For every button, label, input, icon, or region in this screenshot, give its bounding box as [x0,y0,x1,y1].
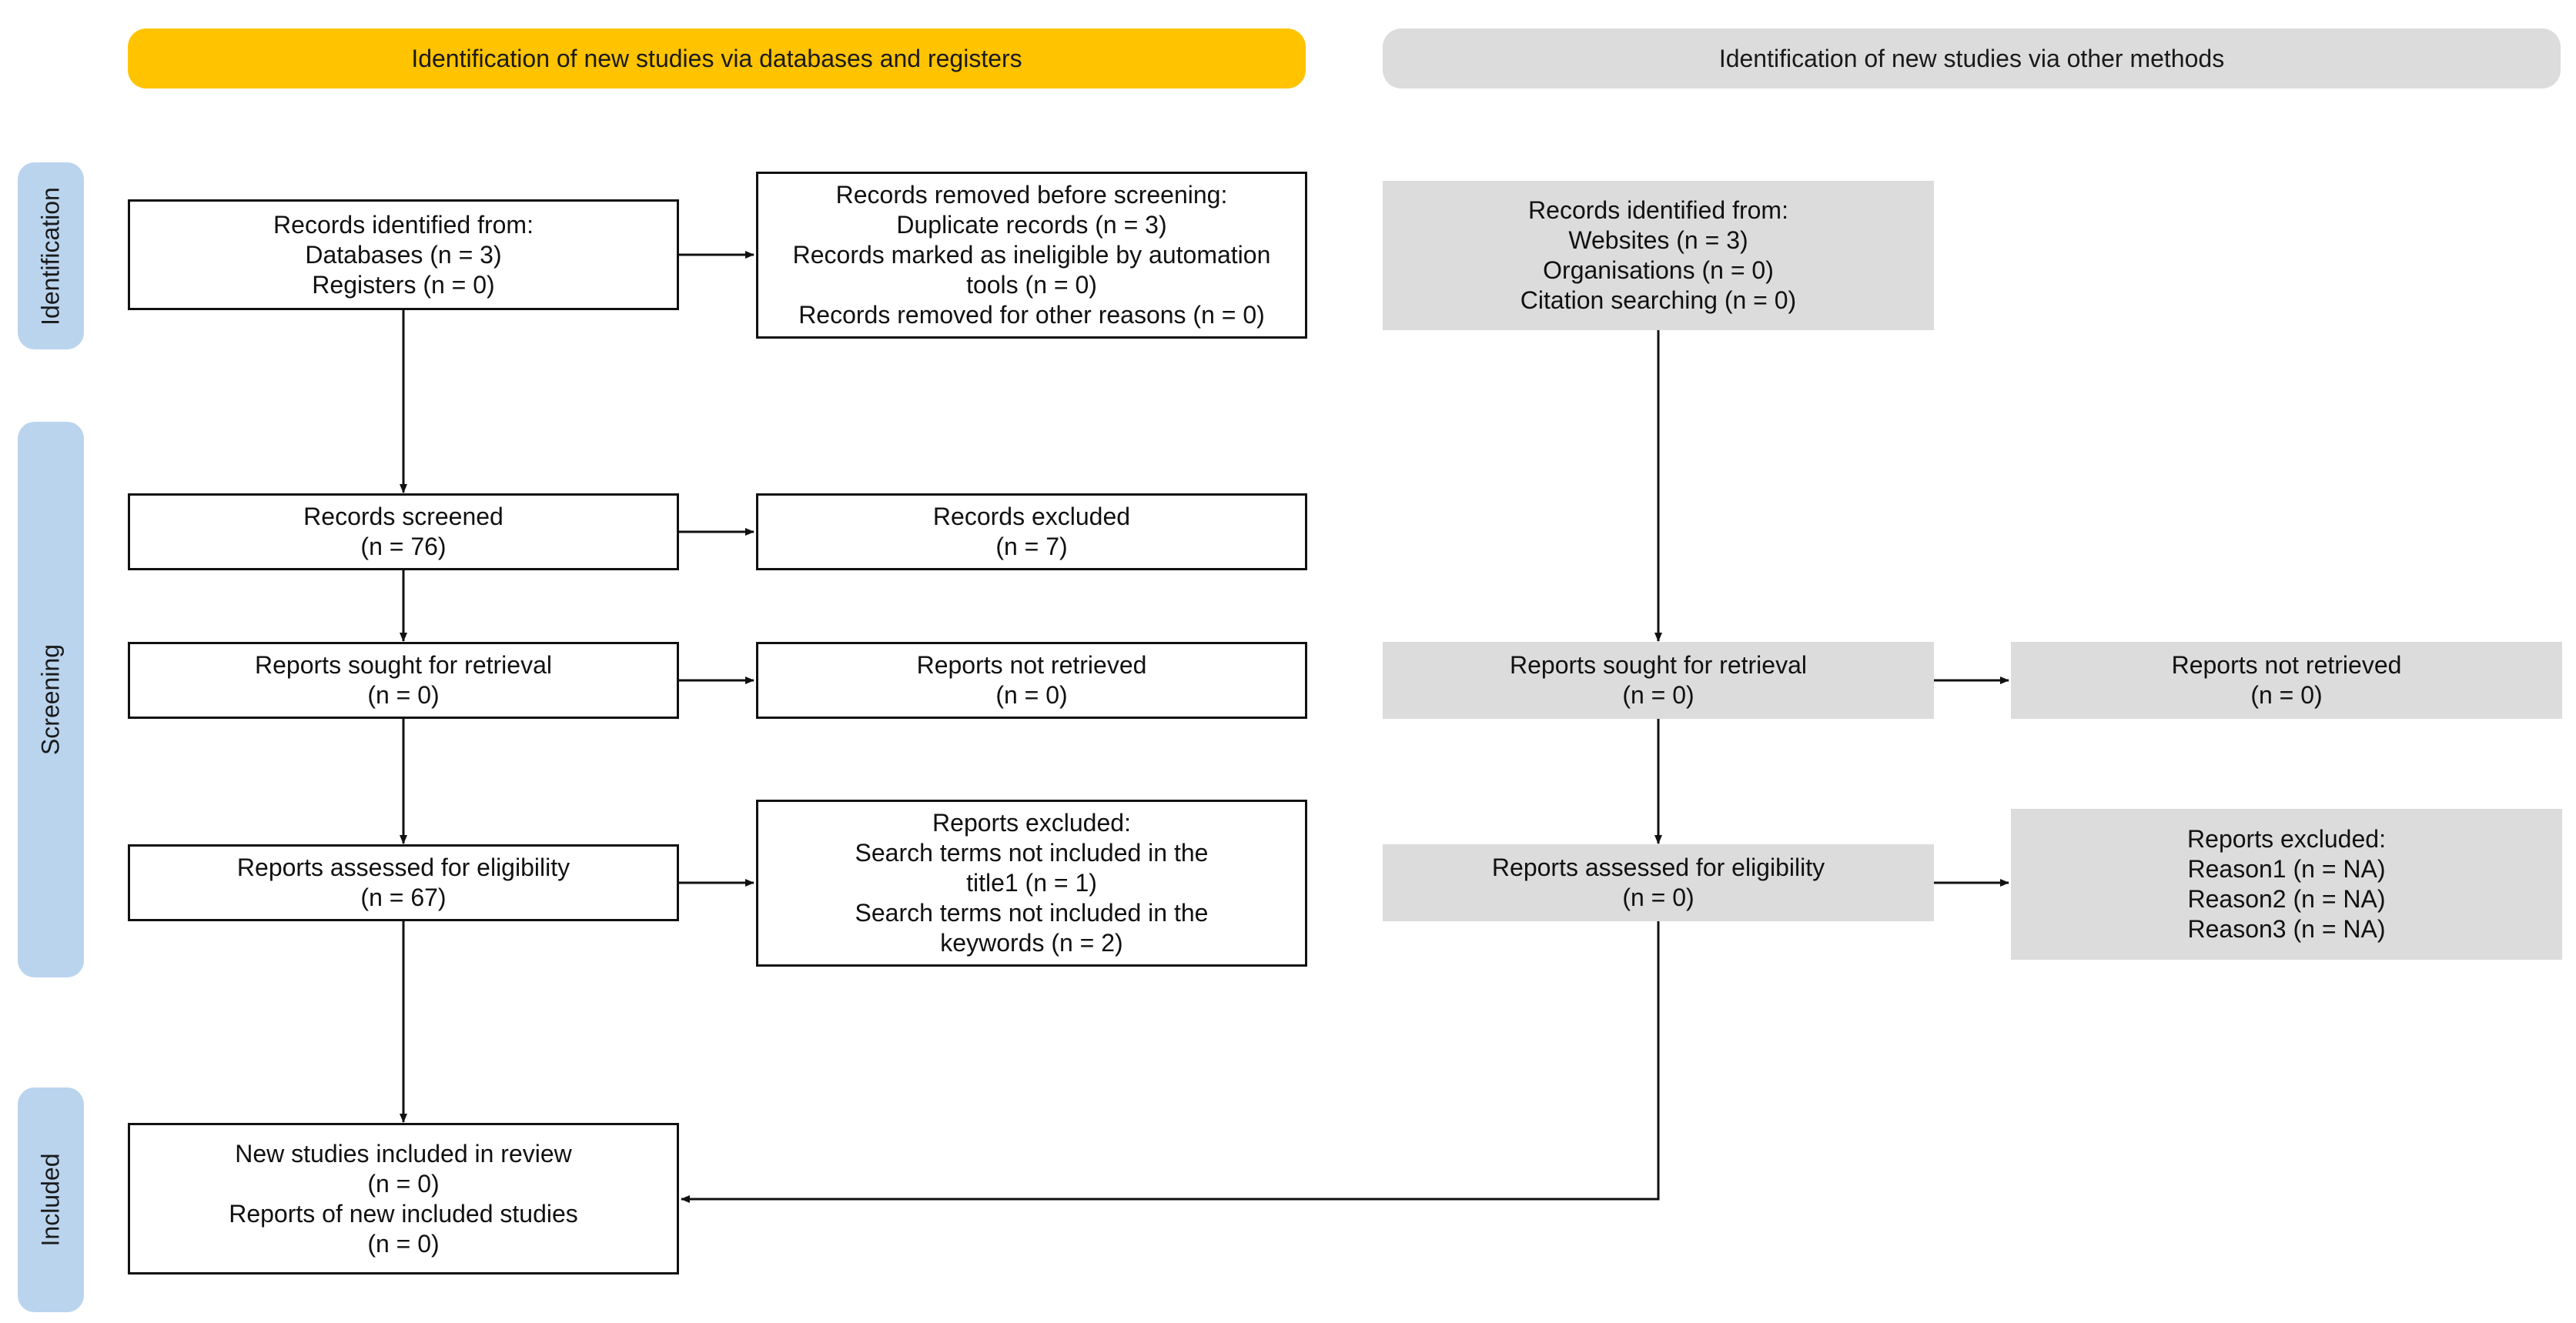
box-text-line: (n = 0) [1622,884,1694,911]
box-text-line: keywords (n = 2) [940,929,1123,957]
other-records-identified-box: Records identified from:Websites (n = 3)… [1383,181,1934,330]
box-text-line: Records identified from: [273,210,534,239]
db-records-excluded-box: Records excluded (n = 7) [756,493,1307,570]
box-text-line: New studies included in review [235,1139,572,1168]
db-reports-excluded-box: Reports excluded:Search terms not includ… [756,800,1307,967]
box-text-line: Reports not retrieved [2171,651,2402,679]
box-text-line: Records marked as ineligible by automati… [792,241,1271,269]
box-text-line: Search terms not included in the [855,839,1209,867]
box-text-line: Reports sought for retrieval [1510,651,1807,679]
box-text-line: (n = 0) [367,1169,440,1198]
db-studies-included-box: New studies included in review(n = 0)Rep… [128,1123,679,1275]
other-reports-not-retrieved-box: Reports not retrieved(n = 0) [2011,642,2562,719]
box-text-line: (n = 0) [1622,681,1694,709]
box-text-line: Reports excluded: [2187,825,2386,853]
box-text-line: Records identified from: [1528,196,1788,224]
other-reports-sought-box: Reports sought for retrieval(n = 0) [1383,642,1934,719]
box-text-line: Registers (n = 0) [312,270,495,299]
box-text-line: Records excluded [932,503,1131,530]
box-text-line: Records screened [303,503,503,530]
box-text-line: Databases (n = 3) [305,240,502,269]
box-text-line: Reason2 (n = NA) [2187,885,2386,913]
other-reports-excluded-box: Reports excluded:Reason1 (n = NA)Reason2… [2011,809,2562,960]
db-records-identified-box: Records identified from:Databases (n = 3… [128,199,679,310]
box-text-line: (n = 67) [360,884,447,911]
box-text-line: Websites (n = 3) [1568,226,1748,254]
db-records-screened-box: Records screened (n = 76) [128,493,679,570]
box-text-line: Citation searching (n = 0) [1520,286,1797,314]
arrow-other-assessed-to-included [681,921,1660,1203]
box-text-line: Search terms not included in the [855,899,1209,927]
box-text-line: Duplicate records (n = 3) [896,211,1167,239]
box-text-line: (n = 7) [995,533,1068,560]
box-text-line: Reason3 (n = NA) [2187,915,2386,943]
box-text-line: Records removed for other reasons (n = 0… [798,301,1265,329]
box-text-line: Reports sought for retrieval [255,651,552,679]
other-reports-assessed-box: Reports assessed for eligibility (n = 0) [1383,844,1934,921]
box-text-line: Reports not retrieved [916,651,1147,679]
box-text-line: Reports of new included studies [229,1199,578,1228]
db-reports-assessed-box: Reports assessed for eligibility (n = 67) [128,844,679,921]
box-text-line: Organisations (n = 0) [1543,256,1774,284]
box-text-line: Records removed before screening: [835,181,1228,209]
other-methods-header-label: Identification of new studies via other … [1718,44,2225,72]
box-text-line: Reports assessed for eligibility [236,854,570,881]
box-text-line: Reports excluded: [932,809,1131,837]
phase-screening: Screening [18,422,84,977]
box-text-line: title1 (n = 1) [966,869,1097,897]
phase-identification: Identification [18,162,84,349]
db-records-removed-box: Records removed before screening:Duplica… [756,172,1307,339]
phase-included: Included [18,1087,84,1312]
box-text-line: (n = 0) [367,681,440,709]
databases-header: Identification of new studies via databa… [128,28,1306,89]
db-reports-sought-box: Reports sought for retrieval(n = 0) [128,642,679,719]
box-text-line: (n = 0) [995,681,1068,709]
box-text-line: (n = 0) [367,1229,440,1258]
box-text-line: (n = 0) [2250,681,2323,709]
box-text-line: Reports assessed for eligibility [1491,854,1825,881]
other-methods-header: Identification of new studies via other … [1383,28,2561,89]
box-text-line: (n = 76) [360,533,447,560]
databases-header-label: Identification of new studies via databa… [411,44,1022,72]
box-text-line: tools (n = 0) [966,271,1097,299]
box-text-line: Reason1 (n = NA) [2187,855,2386,883]
db-reports-not-retrieved-box: Reports not retrieved(n = 0) [756,642,1307,719]
